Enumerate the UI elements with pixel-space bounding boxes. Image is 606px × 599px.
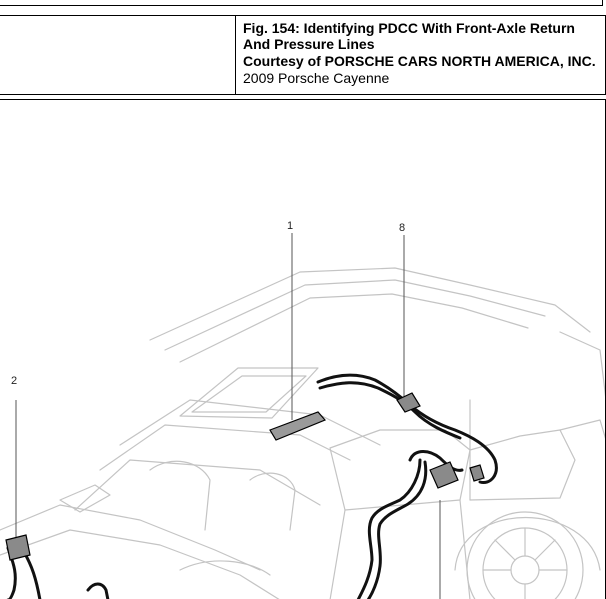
caption-text-cell: Fig. 154: Identifying PDCC With Front-Ax…: [243, 20, 603, 86]
caption-left-cell: [0, 16, 236, 94]
vehicle-line-drawing: [0, 233, 605, 599]
figure-title: Fig. 154: Identifying PDCC With Front-Ax…: [243, 20, 575, 52]
figure-vehicle: 2009 Porsche Cayenne: [243, 70, 390, 86]
figure-caption-table: Fig. 154: Identifying PDCC With Front-Ax…: [0, 15, 606, 95]
callout-label-8: 8: [399, 222, 406, 234]
figure-illustration: 1 8 2: [0, 99, 606, 599]
callout-label-2: 2: [11, 375, 18, 387]
figure-courtesy: Courtesy of PORSCHE CARS NORTH AMERICA, …: [243, 53, 596, 69]
top-rule: [0, 0, 603, 6]
callout-label-1: 1: [287, 220, 294, 232]
